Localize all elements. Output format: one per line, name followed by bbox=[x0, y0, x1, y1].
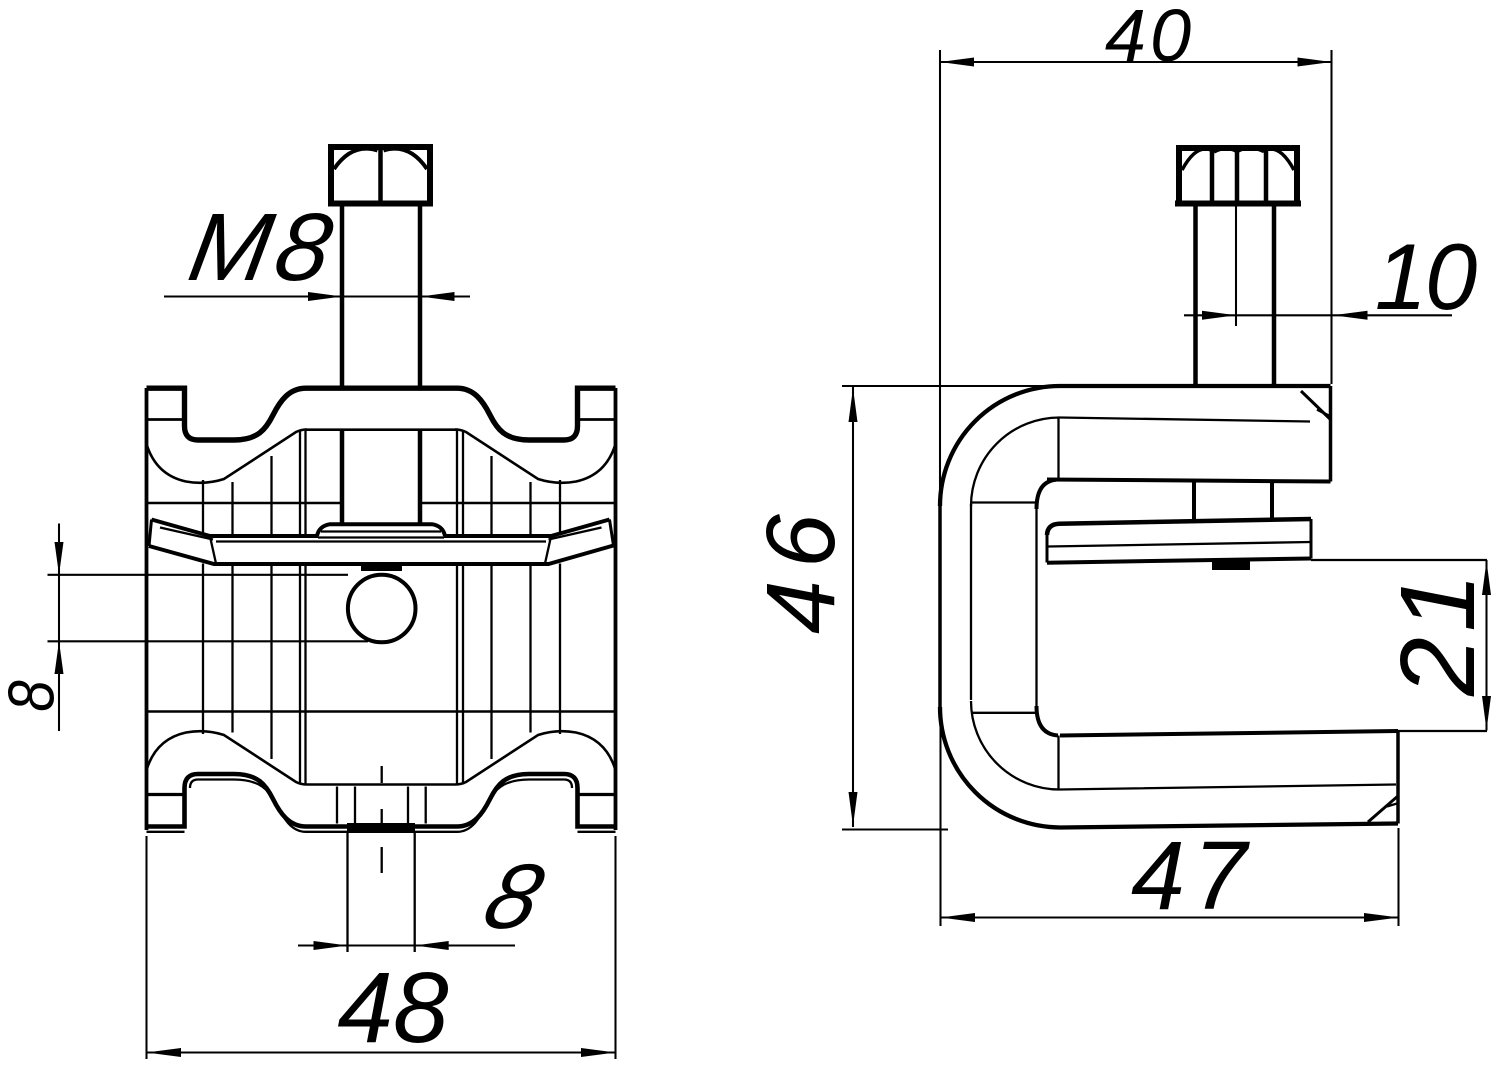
svg-text:48: 48 bbox=[337, 952, 449, 1064]
svg-text:10: 10 bbox=[1375, 224, 1477, 329]
svg-text:40: 40 bbox=[1105, 0, 1195, 77]
svg-text:M8: M8 bbox=[182, 193, 346, 301]
svg-text:8: 8 bbox=[0, 680, 67, 712]
svg-text:21: 21 bbox=[1379, 568, 1497, 697]
svg-text:46: 46 bbox=[746, 502, 855, 634]
svg-text:47: 47 bbox=[1131, 821, 1255, 930]
